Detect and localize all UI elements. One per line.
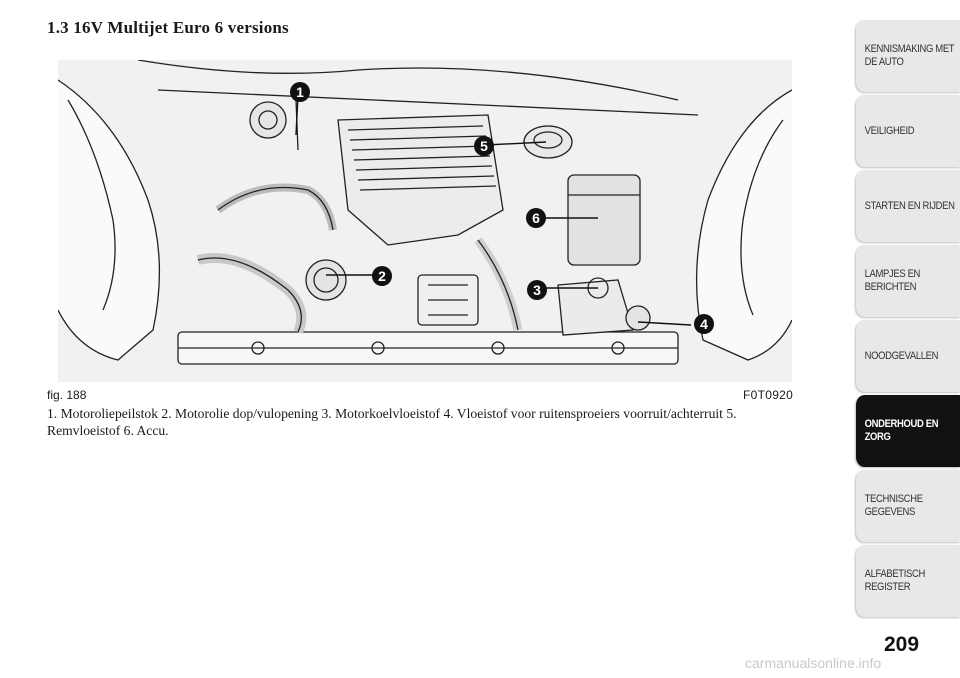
tab-onderhoud-en-zorg[interactable]: ONDERHOUD EN ZORG bbox=[856, 395, 960, 467]
tab-label: TECHNISCHE GEGEVENS bbox=[864, 493, 923, 518]
callout-5: 5 bbox=[474, 136, 494, 156]
callout-2: 2 bbox=[372, 266, 392, 286]
callout-6: 6 bbox=[526, 208, 546, 228]
callout-2-label: 2 bbox=[378, 268, 386, 284]
tab-lampjes-en-berichten[interactable]: LAMPJES EN BERICHTEN bbox=[856, 245, 960, 317]
figure-number: fig. 188 bbox=[47, 388, 87, 402]
tab-label: ONDERHOUD EN ZORG bbox=[864, 418, 939, 443]
figure-code: F0T0920 bbox=[743, 388, 794, 402]
tab-label: VEILIGHEID bbox=[864, 124, 915, 137]
callout-1: 1 bbox=[290, 82, 310, 102]
tab-technische-gegevens[interactable]: TECHNISCHE GEGEVENS bbox=[856, 470, 960, 542]
callout-3-label: 3 bbox=[533, 282, 541, 298]
tab-label: LAMPJES EN BERICHTEN bbox=[864, 268, 921, 293]
watermark: carmanualsonline.info bbox=[745, 655, 882, 671]
tab-noodgevallen[interactable]: NOODGEVALLEN bbox=[856, 320, 960, 392]
engine-drawing: 1 2 3 4 5 6 bbox=[58, 60, 792, 365]
callout-1-label: 1 bbox=[296, 84, 304, 100]
page-title: 1.3 16V Multijet Euro 6 versions bbox=[47, 18, 289, 37]
tab-label: ALFABETISCH REGISTER bbox=[864, 568, 926, 593]
engine-bay-illustration: 1 2 3 4 5 6 bbox=[58, 60, 792, 382]
callout-4: 4 bbox=[694, 314, 714, 334]
tab-kennismaking[interactable]: KENNISMAKING MET DE AUTO bbox=[856, 20, 960, 92]
callout-5-label: 5 bbox=[480, 138, 488, 154]
tab-label: NOODGEVALLEN bbox=[864, 349, 939, 362]
page-number: 209 bbox=[884, 633, 920, 656]
tab-label: KENNISMAKING MET DE AUTO bbox=[864, 43, 955, 68]
tab-starten-en-rijden[interactable]: STARTEN EN RIJDEN bbox=[856, 170, 960, 242]
tab-veiligheid[interactable]: VEILIGHEID bbox=[856, 95, 960, 167]
callout-6-label: 6 bbox=[532, 210, 540, 226]
chapter-tabs: KENNISMAKING MET DE AUTO VEILIGHEID STAR… bbox=[856, 20, 960, 620]
figure-legend: 1. Motoroliepeilstok 2. Motorolie dop/vu… bbox=[47, 406, 737, 438]
callout-4-label: 4 bbox=[700, 316, 708, 332]
callout-3: 3 bbox=[527, 280, 547, 300]
tab-label: STARTEN EN RIJDEN bbox=[864, 199, 955, 212]
tab-alfabetisch-register[interactable]: ALFABETISCH REGISTER bbox=[856, 545, 960, 617]
